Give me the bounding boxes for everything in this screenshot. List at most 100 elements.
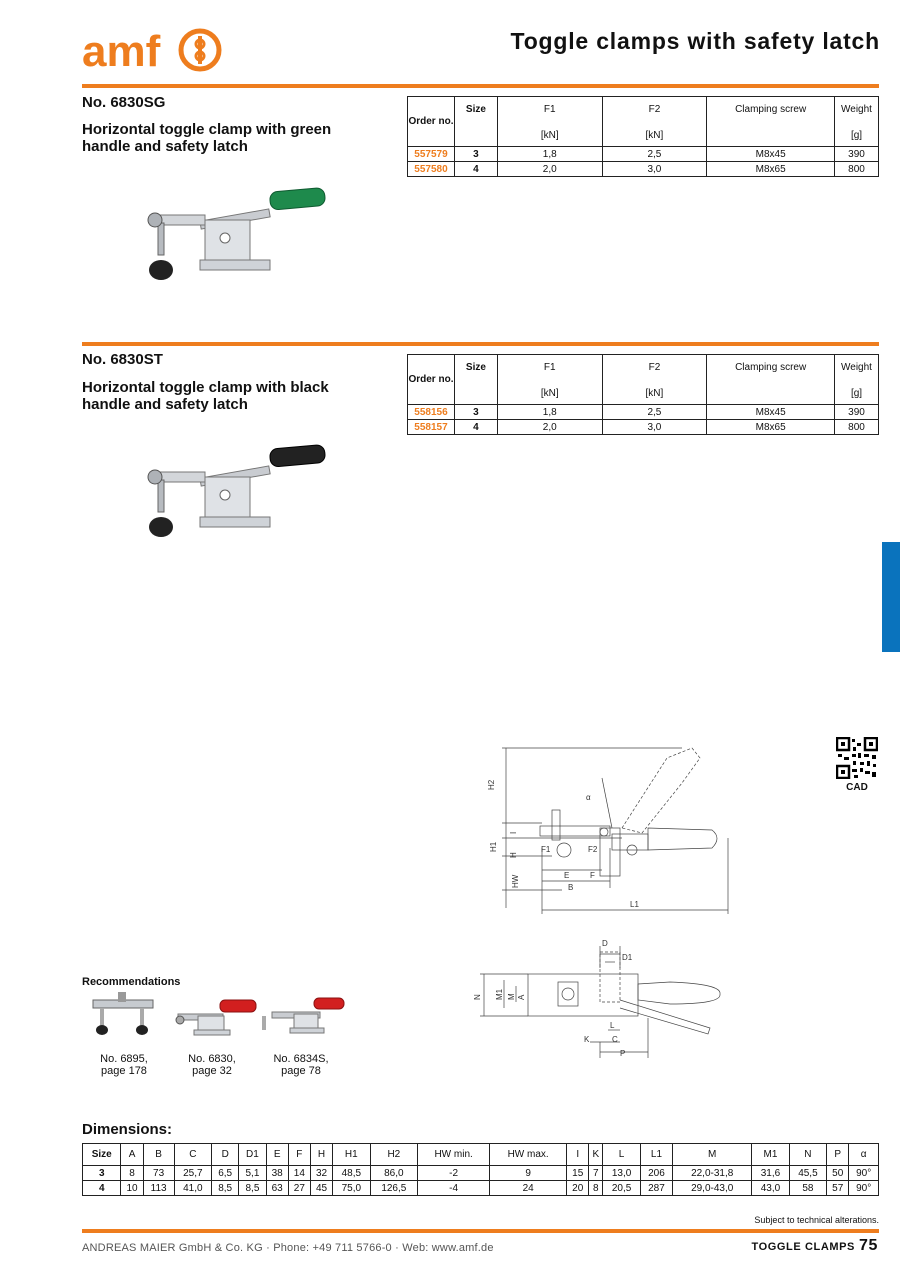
dims-cell: 8,5	[238, 1180, 267, 1196]
recommendation-image-6830[interactable]	[170, 994, 260, 1038]
dims-cell: 31,6	[751, 1165, 790, 1181]
dims-cell: 27	[287, 1180, 311, 1196]
svg-text:B: B	[568, 883, 573, 892]
svg-text:F: F	[590, 871, 595, 880]
dims-col-header: HW max.	[489, 1143, 568, 1166]
footer-divider	[82, 1229, 879, 1233]
section-name: TOGGLE CLAMPS	[751, 1241, 855, 1253]
dims-cell: 29,0-43,0	[672, 1180, 753, 1196]
col-order: Order no.	[407, 354, 455, 405]
dims-cell: 45,5	[788, 1165, 828, 1181]
col-f1: F1[kN]	[496, 354, 603, 405]
dims-cell: 22,0-31,8	[672, 1165, 753, 1181]
dims-cell: 8	[120, 1165, 144, 1181]
dims-cell: 287	[639, 1180, 674, 1196]
side-view-drawing: H2 H1 H I HW E F B L1 F1 F2 α	[487, 747, 729, 914]
dims-col-header: H2	[369, 1143, 419, 1166]
dims-col-header: A	[120, 1143, 144, 1166]
dims-cell: 6,5	[211, 1165, 240, 1181]
svg-text:C: C	[612, 1035, 618, 1044]
dims-cell: 113	[142, 1180, 175, 1196]
table-row: 557579 3 1,8 2,5 M8x45 390	[407, 146, 879, 162]
col-weight: Weight[g]	[834, 96, 879, 147]
dims-cell: 10	[120, 1180, 144, 1196]
dims-cell: 32	[309, 1165, 334, 1181]
dims-col-header: H	[309, 1143, 334, 1166]
table-row: 558156 3 1,8 2,5 M8x45 390	[407, 404, 879, 420]
dims-cell: 73	[142, 1165, 175, 1181]
svg-text:M1: M1	[495, 988, 504, 1000]
dims-col-header: HW min.	[417, 1143, 491, 1166]
svg-text:N: N	[473, 994, 482, 1000]
svg-text:L1: L1	[630, 900, 639, 909]
dims-col-header: C	[173, 1143, 213, 1166]
svg-text:M: M	[507, 993, 516, 1000]
cad-label[interactable]: CAD	[846, 782, 868, 793]
product-description: Horizontal toggle clamp with black handl…	[82, 379, 329, 413]
dims-col-header: D1	[238, 1143, 267, 1166]
product-number: No. 6830SG	[82, 94, 166, 111]
svg-text:L: L	[610, 1021, 615, 1030]
section-divider	[82, 342, 879, 346]
dims-col-header: M1	[751, 1143, 790, 1166]
dims-cell: 4	[81, 1180, 122, 1196]
table-row: 557580 4 2,0 3,0 M8x65 800	[407, 161, 879, 177]
svg-text:H2: H2	[487, 779, 496, 790]
dims-cell: 15	[566, 1165, 590, 1181]
dimensions-title: Dimensions:	[82, 1121, 173, 1138]
qr-code-icon[interactable]	[836, 737, 878, 779]
dims-cell: 48,5	[332, 1165, 371, 1181]
dims-cell: 58	[788, 1180, 828, 1196]
dims-cell: 25,7	[173, 1165, 213, 1181]
dims-cell: 45	[309, 1180, 334, 1196]
dims-col-header: P	[826, 1143, 850, 1166]
dims-cell: 63	[265, 1180, 289, 1196]
dims-cell: 20,5	[602, 1180, 641, 1196]
dims-col-header: Size	[81, 1143, 122, 1166]
clamp-green-image	[147, 187, 326, 280]
recommendation-image-6834S[interactable]	[258, 994, 348, 1038]
recommendations-title: Recommendations	[82, 976, 181, 988]
spec-table: Order no. Size F1[kN] F2[kN] Clamping sc…	[407, 96, 879, 177]
col-screw: Clamping screw	[706, 354, 835, 405]
recommendation-caption[interactable]: No. 6834S, page 78	[273, 1053, 329, 1077]
amf-logo: amf	[82, 27, 222, 76]
recommendation-caption[interactable]: No. 6830, page 32	[188, 1053, 236, 1077]
header-divider	[82, 84, 879, 88]
dims-col-header: B	[142, 1143, 175, 1166]
dims-cell: 206	[639, 1165, 674, 1181]
dims-cell: 9	[489, 1165, 568, 1181]
col-f1: F1[kN]	[496, 96, 603, 147]
dims-cell: 126,5	[369, 1180, 419, 1196]
clamp-black-image	[147, 444, 326, 537]
svg-text:amf: amf	[82, 27, 161, 76]
recommendation-caption[interactable]: No. 6895, page 178	[100, 1053, 148, 1077]
col-size: Size	[453, 96, 498, 147]
dims-cell: 14	[287, 1165, 311, 1181]
spec-table: Order no. Size F1[kN] F2[kN] Clamping sc…	[407, 354, 879, 435]
svg-text:F1: F1	[541, 845, 551, 854]
dims-col-header: F	[287, 1143, 311, 1166]
dims-col-header: α	[848, 1143, 879, 1166]
svg-text:K: K	[584, 1035, 590, 1044]
product-description: Horizontal toggle clamp with green handl…	[82, 121, 332, 155]
dims-col-header: L	[602, 1143, 641, 1166]
dims-cell: 3	[81, 1165, 122, 1181]
col-f2: F2[kN]	[601, 96, 708, 147]
dims-col-header: L1	[639, 1143, 674, 1166]
table-row: 558157 4 2,0 3,0 M8x65 800	[407, 419, 879, 435]
svg-text:F2: F2	[588, 845, 598, 854]
dims-cell: 41,0	[173, 1180, 213, 1196]
order-number: 558157	[407, 419, 455, 435]
alterations-note: Subject to technical alterations.	[754, 1215, 879, 1225]
dims-cell: 57	[826, 1180, 850, 1196]
dims-col-header: E	[265, 1143, 289, 1166]
top-view-drawing: D D1 N M1 M A L K C P	[473, 939, 721, 1058]
svg-text:α: α	[586, 793, 591, 802]
dims-cell: 43,0	[751, 1180, 790, 1196]
recommendation-image-6895[interactable]	[88, 992, 158, 1040]
dims-cell: -4	[417, 1180, 491, 1196]
dims-cell: 38	[265, 1165, 289, 1181]
